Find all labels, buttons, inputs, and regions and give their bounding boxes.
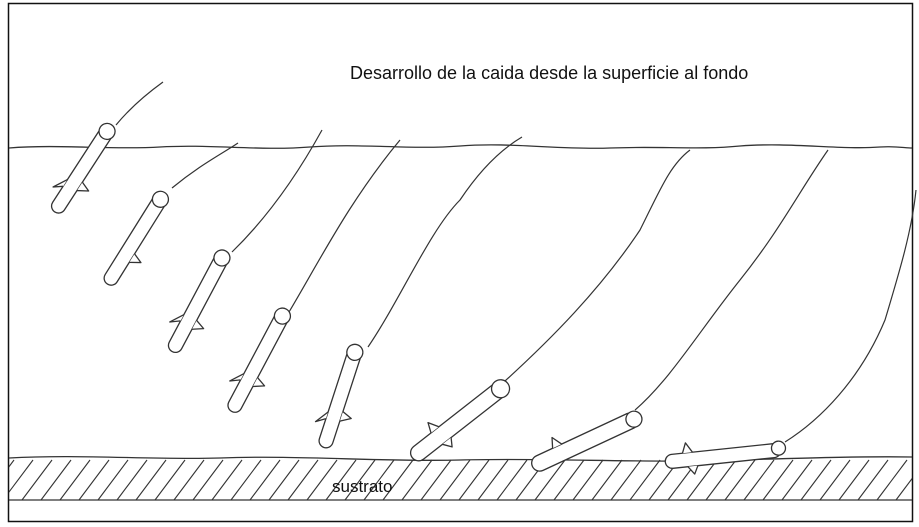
hatch-stroke bbox=[534, 459, 566, 501]
hatch-stroke bbox=[325, 459, 357, 501]
hatch-stroke bbox=[572, 459, 604, 501]
lure-stage-6 bbox=[409, 379, 511, 462]
line-stage-6 bbox=[504, 149, 691, 382]
hatch-stroke bbox=[9, 459, 34, 493]
hatch-stroke bbox=[629, 459, 661, 501]
hatch-stroke bbox=[306, 459, 338, 501]
hatch-stroke bbox=[382, 459, 414, 501]
hatch-stroke bbox=[686, 459, 718, 501]
lure-stage-7 bbox=[531, 410, 643, 472]
hatch-stroke bbox=[287, 459, 319, 501]
hatch-stroke bbox=[344, 459, 376, 501]
lure-stage-1 bbox=[50, 122, 116, 214]
hatch-stroke bbox=[439, 459, 471, 501]
hatch-stroke bbox=[895, 477, 912, 501]
hatch-stroke bbox=[173, 459, 205, 501]
hatch-stroke bbox=[724, 459, 756, 501]
hatch-stroke bbox=[21, 459, 53, 501]
fishing-lines bbox=[115, 81, 917, 443]
hatch-stroke bbox=[401, 459, 433, 501]
hatch-stroke bbox=[9, 459, 15, 468]
hatch-stroke bbox=[230, 459, 262, 501]
hatch-stroke bbox=[135, 459, 167, 501]
hatch-stroke bbox=[268, 459, 300, 501]
lure-stage-2 bbox=[103, 190, 170, 286]
hatch-stroke bbox=[211, 459, 243, 501]
hatch-stroke bbox=[40, 459, 72, 501]
hatch-stroke bbox=[477, 459, 509, 501]
line-stage-2 bbox=[171, 142, 239, 189]
hatch-stroke bbox=[97, 459, 129, 501]
lure-stage-5 bbox=[314, 343, 364, 449]
hatch-stroke bbox=[762, 459, 794, 501]
hatch-stroke bbox=[743, 459, 775, 501]
hatch-stroke bbox=[78, 459, 110, 501]
line-stage-1 bbox=[115, 81, 164, 126]
diagram-title: Desarrollo de la caida desde la superfic… bbox=[350, 63, 749, 83]
lure-stage-8 bbox=[664, 440, 787, 475]
line-stage-7 bbox=[634, 149, 829, 411]
hatch-stroke bbox=[116, 459, 148, 501]
hatch-stroke bbox=[553, 459, 585, 501]
hatch-stroke bbox=[705, 459, 737, 501]
line-stage-5 bbox=[367, 136, 523, 348]
diagram-border bbox=[7, 2, 914, 523]
hatch-stroke bbox=[876, 459, 908, 501]
hatch-stroke bbox=[59, 459, 91, 501]
hatch-stroke bbox=[363, 459, 395, 501]
lure-stage-3 bbox=[167, 249, 231, 354]
line-stage-4 bbox=[288, 139, 401, 313]
hatch-stroke bbox=[857, 459, 889, 501]
hatch-stroke bbox=[249, 459, 281, 501]
hatch-stroke bbox=[781, 459, 813, 501]
hatch-stroke bbox=[838, 459, 870, 501]
water-surface-line bbox=[8, 144, 913, 149]
hatch-stroke bbox=[610, 459, 642, 501]
hatch-stroke bbox=[819, 459, 851, 501]
hatch-stroke bbox=[420, 459, 452, 501]
substrate-label: sustrato bbox=[332, 477, 393, 496]
hatch-stroke bbox=[154, 459, 186, 501]
hatch-stroke bbox=[591, 459, 623, 501]
line-stage-8 bbox=[784, 189, 917, 443]
hatch-stroke bbox=[192, 459, 224, 501]
hatch-stroke bbox=[458, 459, 490, 501]
substrate-band bbox=[8, 455, 913, 501]
lure-stage-4 bbox=[227, 307, 292, 413]
line-stage-3 bbox=[231, 129, 323, 253]
hatch-stroke bbox=[800, 459, 832, 501]
hatch-stroke bbox=[496, 459, 528, 501]
